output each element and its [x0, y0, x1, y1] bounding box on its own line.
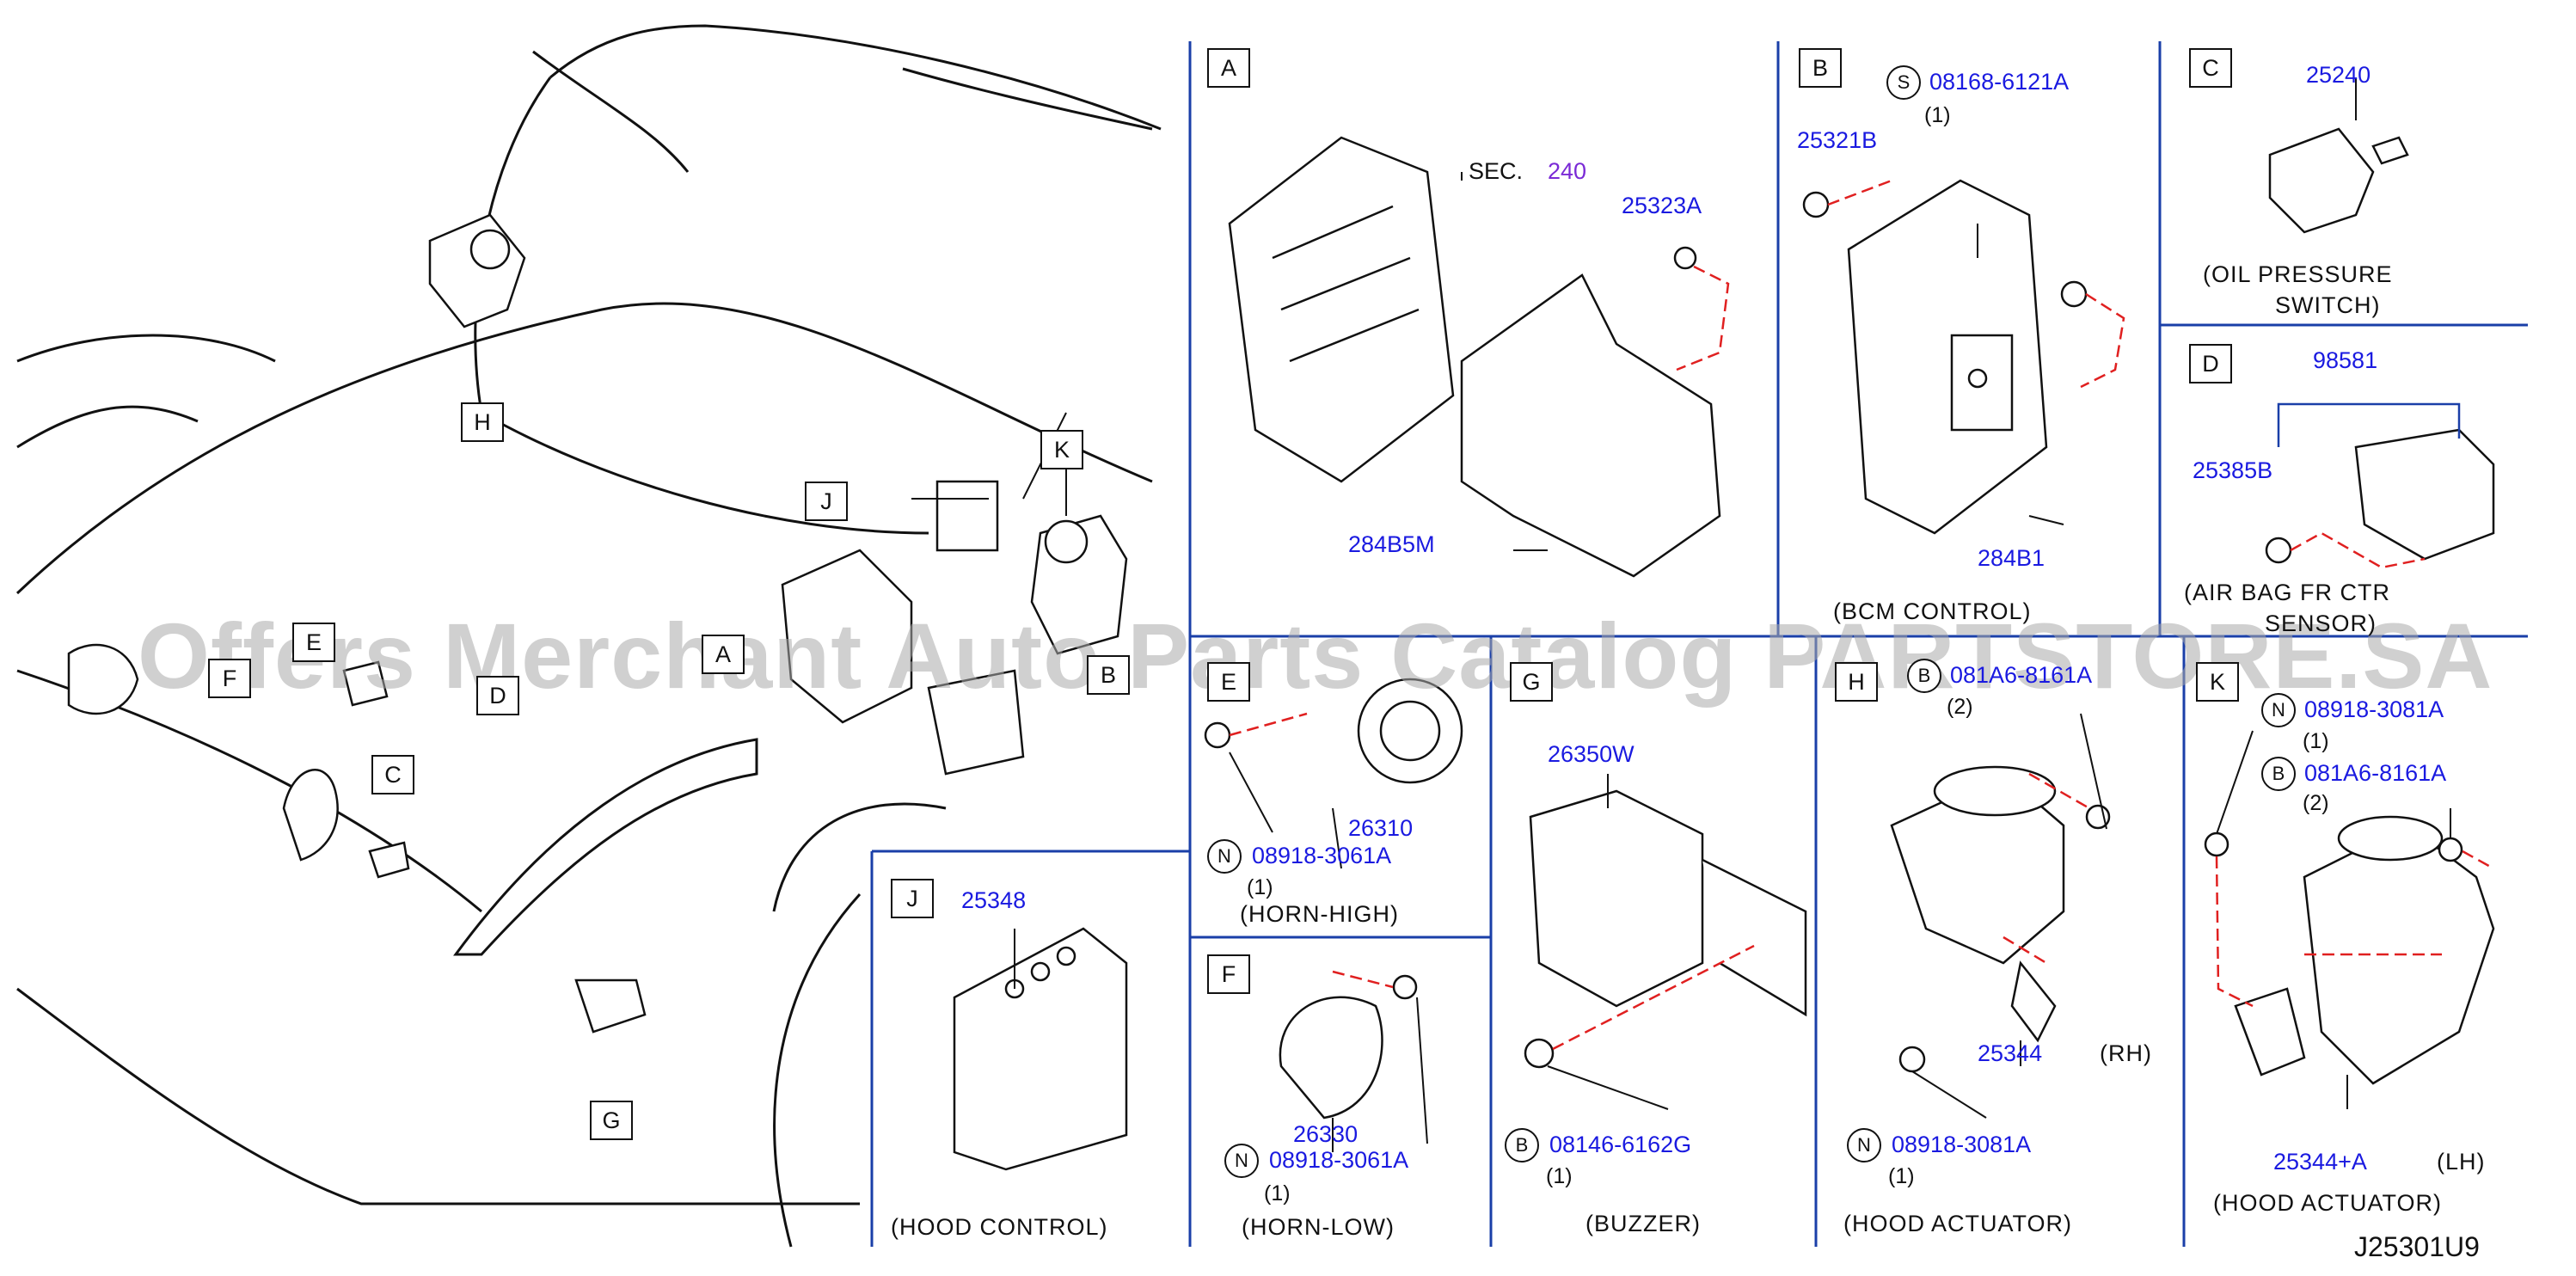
- panel-j-caption: (HOOD CONTROL): [891, 1214, 1108, 1240]
- panel-d-part-25385b[interactable]: 25385B: [2193, 457, 2273, 483]
- panel-a-letter: A: [1207, 48, 1250, 88]
- callout-f: F: [208, 659, 251, 698]
- panel-k-bolt[interactable]: 081A6-8161A: [2304, 760, 2447, 786]
- panel-b-parts: [1802, 179, 2088, 535]
- panel-e-marker-n: N: [1207, 839, 1242, 874]
- panel-e-letter: E: [1207, 662, 1250, 702]
- panel-b-bolt-qty: (1): [1924, 103, 1951, 127]
- panel-g-caption: (BUZZER): [1585, 1211, 1701, 1236]
- panel-k-side: (LH): [2437, 1149, 2486, 1175]
- panel-f-caption: (HORN-LOW): [1242, 1214, 1395, 1240]
- panel-a-sec-number[interactable]: 240: [1548, 158, 1587, 184]
- panel-d-caption-line1: (AIR BAG FR CTR: [2184, 580, 2391, 605]
- panel-a-parts: [1228, 136, 1721, 578]
- panel-j-letter: J: [891, 879, 934, 918]
- panel-h-nut[interactable]: 08918-3081A: [1892, 1132, 2032, 1157]
- panel-g-bolt[interactable]: 08146-6162G: [1549, 1132, 1692, 1157]
- panel-k-bolt-qty: (2): [2303, 791, 2329, 815]
- panel-h-nut-qty: (1): [1888, 1164, 1915, 1188]
- panel-j-part-25348[interactable]: 25348: [961, 887, 1027, 913]
- panel-c-caption-line2: SWITCH): [2275, 292, 2381, 318]
- panel-a-part-25323a[interactable]: 25323A: [1622, 193, 1702, 218]
- panel-h-marker-n: N: [1847, 1128, 1881, 1163]
- panel-h-part-25344[interactable]: 25344: [1978, 1040, 2043, 1066]
- panel-g-marker-b: B: [1505, 1128, 1539, 1163]
- callout-k: K: [1040, 430, 1083, 469]
- panel-e-nut[interactable]: 08918-3061A: [1252, 843, 1392, 868]
- panel-f-marker-n: N: [1224, 1144, 1259, 1178]
- panel-e-nut-qty: (1): [1247, 875, 1273, 899]
- panel-h-part: [1890, 765, 2111, 1073]
- panel-c-part-25240[interactable]: 25240: [2306, 62, 2371, 88]
- panel-k-nut[interactable]: 08918-3081A: [2304, 696, 2444, 722]
- panel-k-part: [2204, 815, 2495, 1085]
- panel-a-part-284b5m[interactable]: 284B5M: [1348, 531, 1435, 557]
- callout-a: A: [702, 635, 745, 674]
- panel-g-part: [1524, 789, 1807, 1069]
- panel-d-bracket: [2277, 402, 2461, 447]
- panel-b-marker-s: S: [1886, 65, 1921, 100]
- panel-b-letter: B: [1799, 48, 1842, 88]
- callout-c: C: [371, 755, 414, 794]
- callout-e: E: [292, 623, 335, 662]
- panel-h-letter: H: [1835, 662, 1878, 702]
- panel-f-leaders: [1332, 970, 1394, 989]
- watermark-text: Offers Merchant Auto Parts Catalog PARTS…: [138, 604, 2493, 708]
- panel-g-leaders: [1552, 944, 1755, 1051]
- panel-f-letter: F: [1207, 954, 1250, 994]
- panel-f-part-26330[interactable]: 26330: [1293, 1121, 1359, 1147]
- panel-b-leaders: [1827, 179, 2125, 389]
- panel-k-marker-b: B: [2261, 757, 2296, 791]
- panel-a-leaders: [1676, 265, 1730, 371]
- black-leaders: [911, 77, 2451, 1152]
- panel-g-part-26350w[interactable]: 26350W: [1548, 741, 1635, 767]
- panel-k-part-25344a[interactable]: 25344+A: [2273, 1149, 2367, 1175]
- panel-k-letter: K: [2196, 662, 2239, 702]
- callout-g: G: [590, 1101, 633, 1140]
- panel-a-sec-prefix: SEC.: [1469, 158, 1524, 184]
- panel-k-nut-qty: (1): [2303, 729, 2329, 753]
- panel-c-letter: C: [2189, 48, 2232, 88]
- panel-b-bolt[interactable]: 08168-6121A: [1929, 69, 2070, 95]
- panel-g-bolt-qty: (1): [1546, 1164, 1573, 1188]
- callout-b: B: [1087, 655, 1130, 695]
- panel-f-nut-qty: (1): [1264, 1181, 1291, 1205]
- panel-k-marker-n: N: [2261, 693, 2296, 727]
- panel-g-letter: G: [1510, 662, 1553, 702]
- callout-j: J: [805, 482, 848, 521]
- panel-h-bolt-qty: (2): [1947, 695, 1973, 719]
- panel-b-part-284b1[interactable]: 284B1: [1978, 545, 2045, 571]
- panel-e-part: [1204, 678, 1463, 784]
- panel-k-leaders: [2215, 850, 2494, 1008]
- panel-e-caption: (HORN-HIGH): [1240, 901, 1399, 927]
- panel-j-part: [953, 927, 1128, 1171]
- panel-d-letter: D: [2189, 344, 2232, 383]
- callout-h: H: [461, 402, 504, 442]
- panel-e-leaders: [1229, 712, 1308, 737]
- panel-b-part-25321b[interactable]: 25321B: [1797, 127, 1878, 153]
- panel-d-leaders: [2290, 531, 2426, 569]
- callout-d: D: [476, 676, 519, 715]
- panel-c-part: [2268, 127, 2409, 234]
- panel-d-part-98581[interactable]: 98581: [2313, 347, 2378, 373]
- diagram-code: J25301U9: [2354, 1231, 2480, 1262]
- panel-f-part: [1279, 974, 1418, 1120]
- panel-b-caption: (BCM CONTROL): [1833, 598, 2032, 624]
- panel-h-side: (RH): [2100, 1040, 2152, 1066]
- panel-f-nut[interactable]: 08918-3061A: [1269, 1147, 1409, 1173]
- panel-dividers: [870, 41, 2528, 1247]
- panel-h-marker-b: B: [1907, 659, 1941, 693]
- panel-h-leaders: [2003, 772, 2090, 965]
- panel-d-caption-line2: SENSOR): [2265, 610, 2377, 636]
- panel-h-caption: (HOOD ACTUATOR): [1843, 1211, 2073, 1236]
- panel-c-caption-line1: (OIL PRESSURE: [2203, 261, 2393, 287]
- panel-d-part: [2265, 428, 2495, 564]
- panel-h-bolt[interactable]: 081A6-8161A: [1950, 662, 2093, 688]
- panel-k-caption: (HOOD ACTUATOR): [2213, 1190, 2443, 1216]
- panel-e-part-26310[interactable]: 26310: [1348, 815, 1414, 841]
